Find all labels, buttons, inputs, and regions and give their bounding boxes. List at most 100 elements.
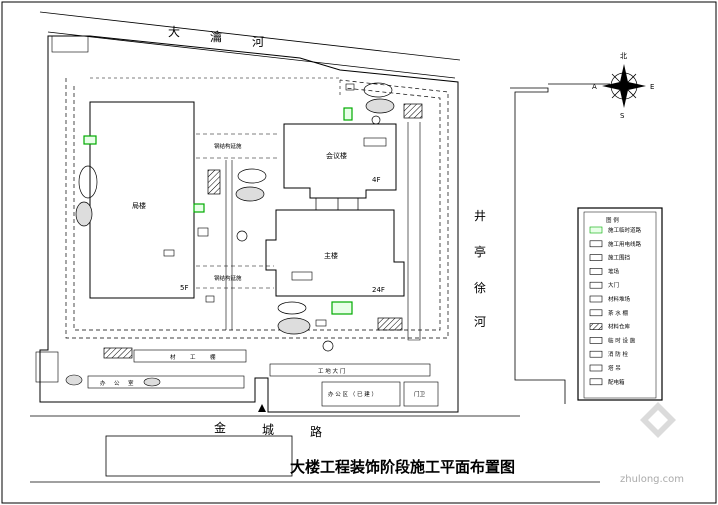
river-bank-top-inner — [47, 31, 456, 79]
right-river-char: 井 — [474, 209, 486, 223]
river-bank-right-3 — [548, 379, 566, 404]
right-river-char: 亭 — [474, 244, 486, 259]
legend-item-label: 施工围挡 — [608, 254, 631, 262]
main-building-core — [291, 271, 313, 281]
legend-frame — [577, 207, 663, 401]
main-building-name: 主楼 — [324, 251, 338, 260]
right-service-lane — [407, 122, 421, 341]
temp-road-lane — [225, 160, 233, 330]
facility-row1-char: 材 — [170, 353, 176, 361]
legend-symbol — [589, 323, 603, 330]
main-building-floors: 24F — [372, 286, 385, 294]
hydrant — [371, 115, 381, 125]
material-shed — [207, 169, 221, 195]
hydrant — [236, 230, 248, 242]
scaffold-label-lower: 钢结构延施 — [214, 274, 242, 282]
left-building-name: 局楼 — [132, 201, 146, 210]
legend-title: 图 例 — [606, 216, 619, 224]
legend-symbol — [589, 309, 603, 317]
scaffold-label-upper: 钢结构延施 — [214, 142, 242, 150]
meeting-building-name: 会议楼 — [326, 151, 347, 160]
distribution-box — [345, 83, 355, 91]
temp-road-cross-1 — [196, 133, 280, 159]
drawing-title: 大楼工程装饰阶段施工平面布置图 — [290, 458, 515, 476]
watermark-text: zhulong.com — [620, 474, 684, 485]
meeting-building — [283, 123, 397, 199]
material-shed — [377, 317, 403, 331]
site-facility-strip — [133, 349, 247, 363]
legend-item-label: 配电箱 — [608, 378, 625, 386]
legend-symbol — [589, 337, 603, 344]
legend-symbol — [589, 240, 603, 248]
distribution-box — [315, 319, 327, 327]
compass-west: A — [592, 83, 597, 91]
facility-row2-char: 办 — [100, 379, 106, 387]
material-shed — [103, 347, 133, 359]
temp-road-lane-2 — [90, 77, 341, 96]
main-building — [265, 209, 405, 297]
material-shed — [403, 103, 423, 119]
site-boundary — [39, 35, 459, 413]
top-river-char: 河 — [252, 35, 264, 49]
compass-north: 北 — [620, 52, 627, 60]
legend-item-label: 材料堆场 — [608, 295, 631, 303]
guard-room — [403, 381, 439, 407]
legend-symbol — [589, 226, 603, 234]
temp-road-cross-2 — [196, 265, 274, 289]
guard-box — [35, 351, 59, 383]
material-pile — [277, 317, 311, 335]
material-pile — [237, 168, 267, 184]
distribution-box — [163, 249, 175, 257]
legend-symbol — [589, 350, 603, 358]
material-pile — [363, 82, 393, 98]
right-river-char: 徐 — [474, 280, 486, 295]
left-building-floors: 5F — [180, 284, 188, 292]
legend-symbol — [589, 268, 603, 275]
material-pile — [75, 201, 93, 227]
meeting-main-connector — [315, 198, 359, 210]
road-name-char: 金 — [214, 420, 226, 435]
watermark-logo — [640, 402, 676, 438]
facility-row1-char: 棚 — [210, 353, 216, 361]
right-river-char: 河 — [474, 315, 486, 329]
corner-block — [51, 35, 89, 53]
legend-item-label: 堆场 — [608, 267, 620, 275]
legend-symbol — [589, 364, 603, 372]
legend-symbol — [589, 281, 603, 289]
legend-item-label: 茶 水 棚 — [608, 309, 628, 317]
meeting-building-core — [363, 137, 387, 147]
material-pile — [277, 301, 307, 315]
material-pile — [143, 377, 161, 387]
material-pile — [365, 98, 395, 114]
legend-item-label: 施工用电线路 — [608, 240, 642, 248]
legend-item-label: 临 时 设 施 — [608, 336, 636, 344]
temp-road-inner — [73, 86, 441, 331]
gate-strip — [269, 363, 431, 377]
left-building — [89, 101, 195, 299]
material-pile — [235, 186, 265, 202]
meeting-building-floors: 4F — [372, 176, 380, 184]
river-bank-right — [510, 87, 549, 381]
office-area — [321, 381, 401, 407]
tower-crane — [331, 301, 353, 315]
legend-item-label: 施工临时道路 — [608, 226, 642, 234]
office-area-label: 办 公 区 （ 已 建 ） — [328, 390, 377, 398]
compass-south: S — [620, 112, 625, 120]
legend-item-label: 大门 — [608, 281, 619, 289]
top-river-char: 大 — [168, 25, 180, 39]
gate-marker — [258, 404, 266, 412]
road-name-char: 城 — [262, 423, 274, 437]
temp-road-outer — [65, 78, 449, 339]
legend-item-label: 材料仓库 — [608, 323, 631, 331]
road-name-char: 路 — [310, 424, 322, 439]
legend-inner — [583, 211, 657, 399]
legend-symbol — [589, 295, 603, 303]
tower-crane — [193, 203, 205, 213]
compass-rose — [602, 64, 646, 108]
legend-symbol — [589, 254, 603, 261]
material-pile — [65, 374, 83, 386]
distribution-box — [197, 227, 209, 237]
